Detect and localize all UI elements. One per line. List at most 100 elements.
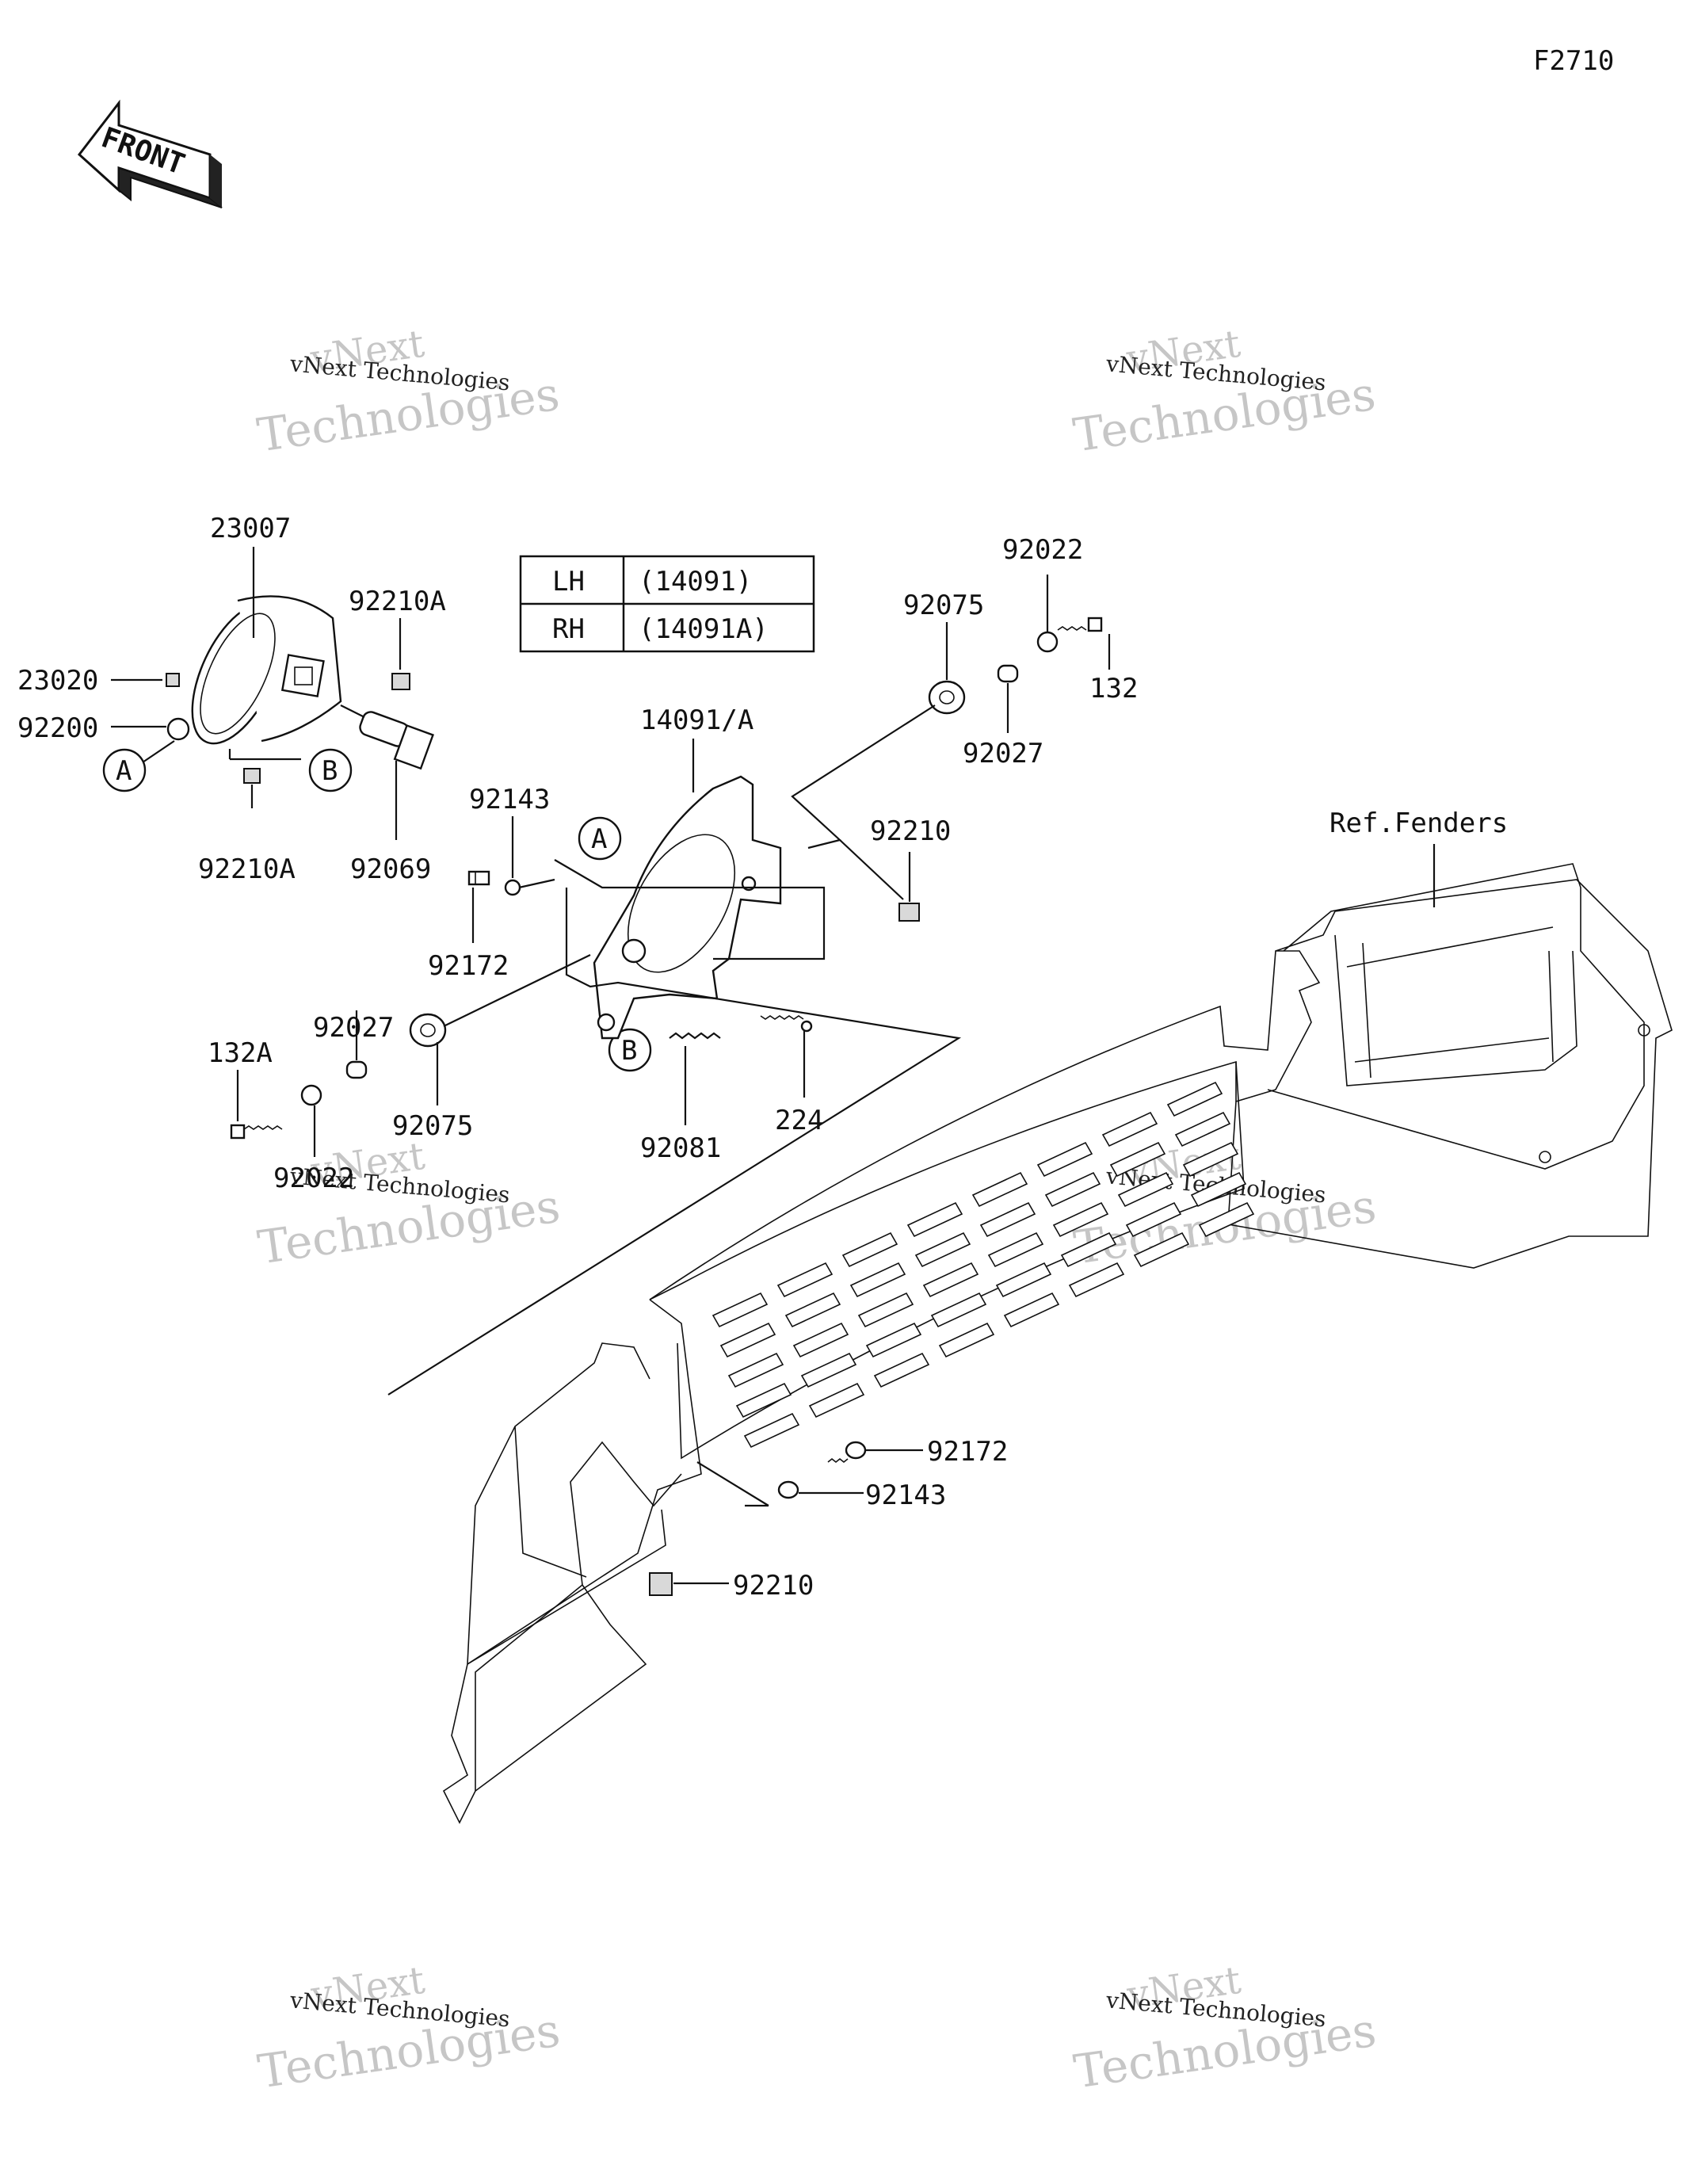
bracket-14091A xyxy=(593,775,782,1040)
label-ref-fenders: Ref.Fenders xyxy=(1329,808,1508,839)
grille-louver-slot xyxy=(1125,1201,1182,1238)
clip-92210A-bottom xyxy=(243,768,261,784)
label-92027-top: 92027 xyxy=(963,738,1043,769)
collar-92027-left xyxy=(345,1060,368,1079)
table-row-lh-part: (14091) xyxy=(639,566,752,598)
clip-92210-mid xyxy=(898,903,920,922)
grille-louver-slot xyxy=(1060,1231,1117,1268)
grille-louver-slot xyxy=(987,1231,1044,1268)
label-23020: 23020 xyxy=(17,665,98,697)
label-92075-left: 92075 xyxy=(392,1110,473,1142)
label-92075-top: 92075 xyxy=(903,590,984,621)
svg-text:A: A xyxy=(591,823,607,855)
grille-louver-slot xyxy=(1133,1231,1190,1268)
grille-louver-slot xyxy=(857,1292,914,1328)
diagram-code: F2710 xyxy=(1533,45,1614,77)
label-92022-left: 92022 xyxy=(273,1163,354,1194)
screw-92172-right xyxy=(827,1441,867,1464)
ref-circle-a-left: A xyxy=(102,748,147,792)
label-92210A-top: 92210A xyxy=(349,586,446,617)
ref-circle-b-center: B xyxy=(608,1028,652,1072)
spring-92081 xyxy=(669,1032,721,1040)
grille-louver-slot xyxy=(808,1382,865,1418)
grille-louver-slot xyxy=(1190,1171,1247,1208)
ref-circle-a-center: A xyxy=(578,816,622,861)
grille-louver-slot xyxy=(1052,1201,1109,1238)
label-132: 132 xyxy=(1089,673,1138,704)
bolt-132A xyxy=(230,1124,283,1140)
label-14091A: 14091/A xyxy=(640,704,753,736)
grille-louver-slot xyxy=(727,1352,784,1388)
grille-louver-slot xyxy=(711,1292,769,1328)
label-92172-right: 92172 xyxy=(927,1436,1008,1468)
grille-louver-slot xyxy=(841,1231,898,1268)
clip-92210A-top xyxy=(391,673,410,690)
grille-louver-slot xyxy=(776,1262,834,1298)
grille-louver-slot xyxy=(930,1292,987,1328)
table-row-rh-side: RH xyxy=(552,613,585,645)
table-row-rh-part: (14091A) xyxy=(639,613,769,645)
screw-224 xyxy=(760,1015,813,1033)
grille-louver-slot xyxy=(719,1322,776,1358)
label-92172-left: 92172 xyxy=(428,950,509,982)
grille-louver-slot xyxy=(1198,1201,1255,1238)
side-part-table: LH (14091) RH (14091A) xyxy=(519,555,815,653)
grille-louver-slot xyxy=(792,1322,849,1358)
grille-louver-slot xyxy=(922,1262,979,1298)
grille-louvers xyxy=(711,1081,1255,1449)
bulb-92069 xyxy=(340,704,434,770)
label-92027-left: 92027 xyxy=(313,1012,394,1044)
grille-louver-slot xyxy=(735,1382,792,1418)
clip-92210-bottom xyxy=(649,1572,673,1596)
grille-louver-slot xyxy=(995,1262,1052,1298)
grille-louver-slot xyxy=(784,1292,841,1328)
label-92210A-bottom: 92210A xyxy=(198,853,296,885)
label-224: 224 xyxy=(775,1105,823,1136)
grille-louver-slot xyxy=(1174,1111,1231,1147)
label-132A: 132A xyxy=(208,1037,273,1069)
grille-louver-slot xyxy=(938,1322,995,1358)
collar-92027-top xyxy=(997,664,1019,683)
svg-text:A: A xyxy=(116,755,132,787)
grille-louver-slot xyxy=(1166,1081,1223,1117)
grille-louver-slot xyxy=(743,1412,800,1449)
ref-circle-b-left: B xyxy=(308,748,353,792)
washer-92143-top xyxy=(504,879,521,896)
grille-louver-slot xyxy=(1044,1171,1101,1208)
screw-92172-left xyxy=(467,870,490,886)
washer-92022-left xyxy=(300,1084,322,1106)
label-92200: 92200 xyxy=(17,712,98,744)
label-92210-bottom: 92210 xyxy=(733,1570,814,1602)
label-92143-right: 92143 xyxy=(865,1480,946,1511)
grille-louver-slot xyxy=(1068,1262,1125,1298)
grille-louver-slot xyxy=(1101,1111,1158,1147)
grille-louver-slot xyxy=(800,1352,857,1388)
clip-23020 xyxy=(166,673,180,687)
grille-louver-slot xyxy=(971,1171,1028,1208)
grille-louver-slot xyxy=(1117,1171,1174,1208)
washer-92143-right xyxy=(777,1480,799,1499)
grommet-92075-left xyxy=(409,1013,447,1048)
label-92022-top: 92022 xyxy=(1002,534,1083,566)
label-92210-mid: 92210 xyxy=(870,815,951,847)
svg-text:B: B xyxy=(322,755,338,787)
grille-louver-slot xyxy=(849,1262,906,1298)
table-row-lh-side: LH xyxy=(552,566,585,598)
grille-louver-slot xyxy=(1036,1141,1093,1178)
washer-92022-top xyxy=(1036,631,1059,653)
grommet-92075-top xyxy=(928,680,966,715)
grille-louver-slot xyxy=(1182,1141,1239,1178)
label-92081: 92081 xyxy=(640,1132,721,1164)
bolt-132 xyxy=(1057,617,1103,632)
grille-louver-slot xyxy=(1109,1141,1166,1178)
label-92069: 92069 xyxy=(350,853,431,885)
grille-panel xyxy=(442,863,1673,1824)
headlight-housing-23007 xyxy=(191,595,342,745)
front-arrow-icon: FRONT xyxy=(77,99,223,208)
grille-louver-slot xyxy=(979,1201,1036,1238)
grille-louver-slot xyxy=(873,1352,930,1388)
label-23007: 23007 xyxy=(210,513,291,544)
svg-text:B: B xyxy=(621,1035,637,1067)
grille-louver-slot xyxy=(1003,1292,1060,1328)
